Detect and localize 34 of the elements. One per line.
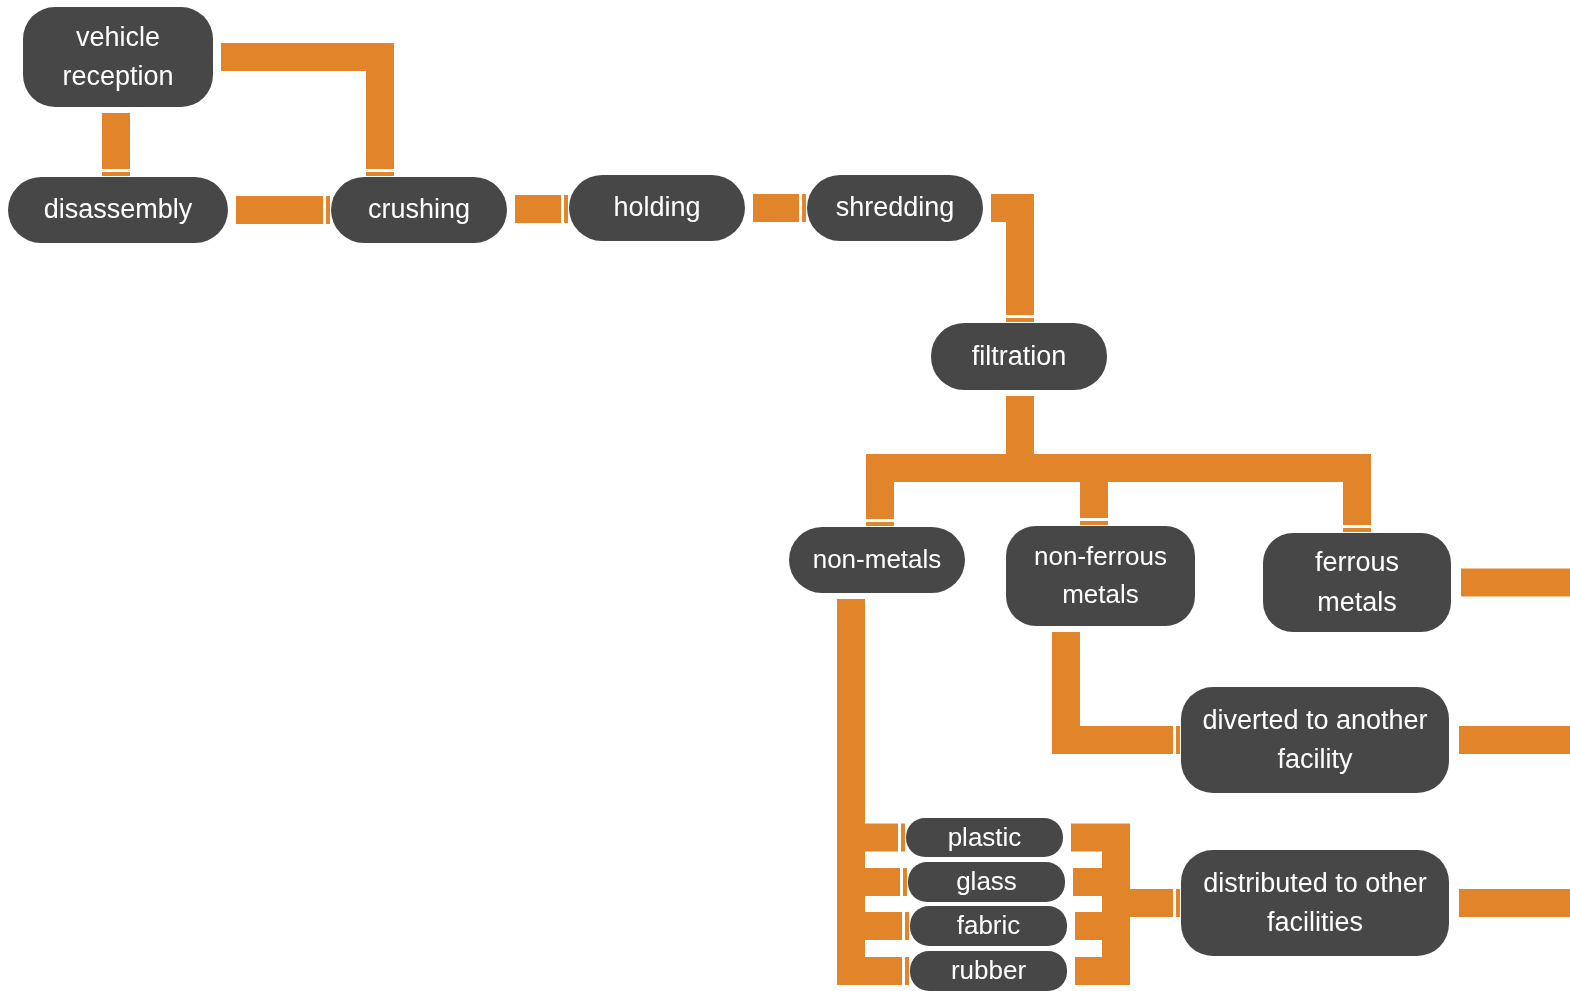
- connector-band: [515, 195, 568, 223]
- process-box: [906, 818, 1063, 857]
- process-label: diverted to another facility: [1201, 703, 1429, 776]
- connector-band: [1052, 632, 1180, 754]
- connector-band: [1461, 568, 1570, 597]
- process-label: glass: [956, 865, 1017, 899]
- process-label: shredding: [835, 191, 955, 225]
- process-box: [908, 862, 1065, 902]
- process-box: [910, 951, 1067, 991]
- connector-band: [991, 194, 1034, 322]
- process-box: [23, 7, 213, 107]
- connector-band: [753, 194, 806, 222]
- process-label: fabric: [956, 909, 1021, 943]
- process-label: vehicle reception: [61, 20, 175, 93]
- connector-band: [1459, 889, 1570, 917]
- process-box: [910, 906, 1067, 946]
- process-label: distributed to other facilities: [1202, 866, 1428, 939]
- process-label: non-metals: [812, 543, 942, 577]
- process-label: rubber: [950, 954, 1027, 988]
- process-label: crushing: [367, 193, 471, 227]
- process-box: [1181, 850, 1449, 956]
- process-label: holding: [613, 191, 701, 225]
- process-label: ferrous metals: [1313, 546, 1400, 619]
- process-label: disassembly: [43, 193, 193, 227]
- connector-band: [221, 43, 394, 176]
- process-label: filtration: [971, 339, 1067, 373]
- process-box: [1181, 687, 1449, 793]
- connector-band: [236, 196, 330, 224]
- process-box: [1263, 533, 1451, 632]
- connector-band: [102, 113, 130, 176]
- process-label: plastic: [947, 820, 1022, 854]
- process-box: [1006, 526, 1195, 626]
- connector-band: [1459, 726, 1570, 754]
- process-label: non-ferrous metals: [1033, 540, 1168, 611]
